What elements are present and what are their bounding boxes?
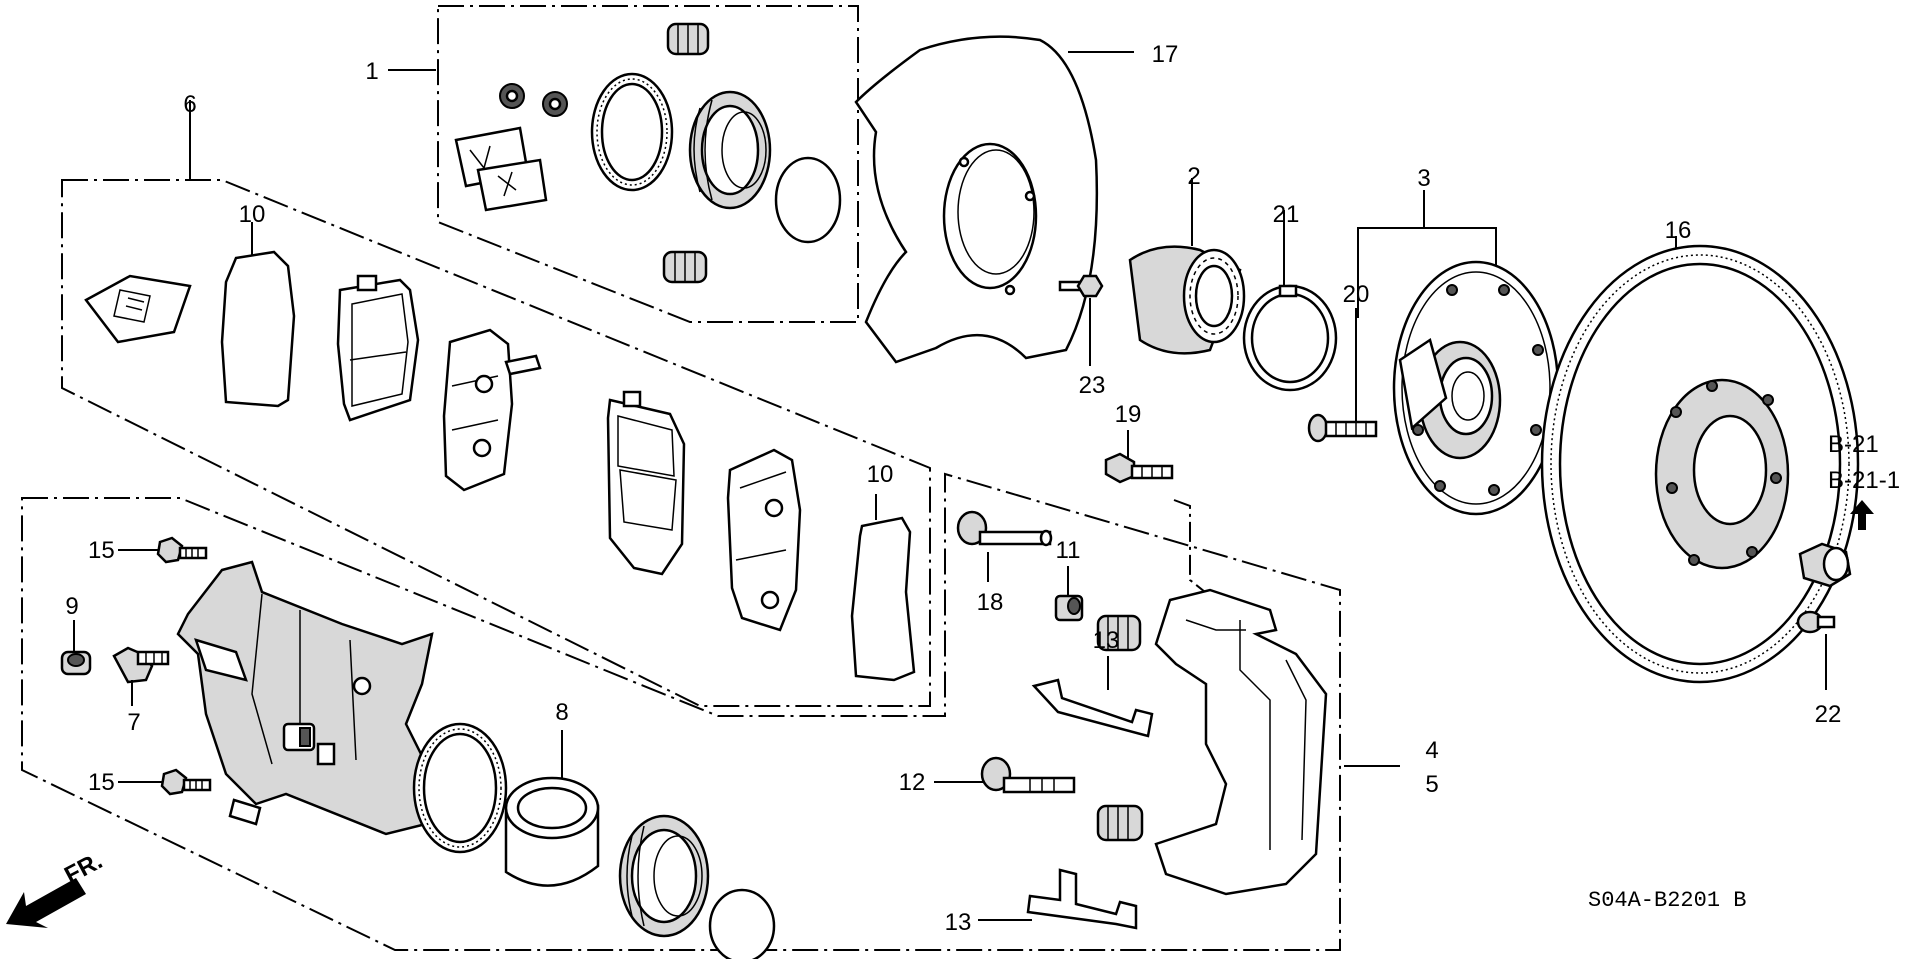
- pin-boot-lower: [662, 250, 708, 284]
- callout-3: 3: [1417, 165, 1430, 192]
- ref-arrow-icon: [1850, 500, 1874, 530]
- callout-4: 4: [1425, 737, 1438, 764]
- callout-23: 23: [1079, 372, 1106, 399]
- grease-packet-icon: [454, 126, 548, 212]
- wheel-stud: 20: [1307, 281, 1378, 443]
- caliper-body: [176, 560, 434, 836]
- pad-set-panel: [61, 179, 931, 707]
- callout-17: 17: [1152, 41, 1179, 68]
- callout-20: 20: [1343, 281, 1370, 308]
- callout-6: 6: [183, 91, 196, 118]
- caliper-piston: [504, 776, 600, 887]
- callout-18: 18: [977, 589, 1004, 616]
- hub-bearing: 2: [1128, 163, 1246, 355]
- callout-1: 1: [365, 58, 378, 85]
- callout-5: 5: [1425, 771, 1438, 798]
- caliper-retaining-ring: [708, 888, 776, 959]
- seal-kit-group: 1: [365, 22, 842, 284]
- callout-15-lower: 15: [88, 769, 115, 796]
- pad-grease-icon: [84, 274, 192, 344]
- diagram-code: S04A-B2201 B: [1588, 888, 1746, 913]
- retaining-ring: [774, 156, 842, 244]
- ref-b21: B-21: [1828, 431, 1879, 458]
- pad-shim-right: [850, 516, 916, 682]
- caliper-dust-boot: [618, 814, 710, 938]
- callout-10-left: 10: [239, 201, 266, 228]
- guide-pin-lower: [980, 756, 1076, 794]
- bracket-boot-upper: [1096, 614, 1142, 652]
- shield-bolt: 23: [1058, 274, 1106, 399]
- pin-boot-upper: [666, 22, 710, 56]
- pad-clip-upper: [1031, 678, 1154, 738]
- pad-set-group: 6 10: [84, 91, 916, 682]
- callout-15-upper: 15: [88, 537, 115, 564]
- callout-22: 22: [1815, 701, 1842, 728]
- ref-b21-1: B-21-1: [1828, 467, 1900, 494]
- caliper-piston-seal: [412, 722, 508, 854]
- bracket-bolt: [1104, 452, 1174, 484]
- pin-bushing: [1054, 594, 1084, 622]
- seal-kit-panel: [437, 5, 859, 323]
- callout-9: 9: [65, 593, 78, 620]
- callout-7: 7: [127, 709, 140, 736]
- guide-pin-upper: [956, 510, 1053, 547]
- callout-16: 16: [1665, 217, 1692, 244]
- piston-seal: [590, 72, 674, 192]
- callout-13-upper: 13: [1093, 627, 1120, 654]
- caliper-panel: [21, 472, 1341, 951]
- callout-10-right: 10: [867, 461, 894, 488]
- brake-pad-4: [726, 448, 802, 632]
- callout-19: 19: [1115, 401, 1142, 428]
- caliper-bracket-group: 19 18 11 13 13: [899, 401, 1439, 936]
- front-arrow-icon: [6, 878, 86, 928]
- brake-disc: 16: [1540, 217, 1860, 684]
- spindle-nut: [1798, 542, 1852, 588]
- callout-11: 11: [1056, 537, 1081, 564]
- pad-shim-left: [220, 250, 296, 408]
- caliper-body-group: 15 15 9 7: [60, 536, 776, 959]
- snap-ring: 21: [1242, 201, 1338, 392]
- brake-pad-3: [606, 390, 686, 576]
- brake-pad-1: [336, 274, 420, 422]
- mounting-bolt-lower: [160, 768, 212, 796]
- disc-screw: 22: [1796, 610, 1842, 728]
- wheel-hub: 3: [1357, 165, 1560, 516]
- bleeder-screw: [112, 646, 170, 684]
- callout-13-lower: 13: [945, 909, 972, 936]
- mounting-bolt-upper: [156, 536, 208, 564]
- caliper-bracket: [1154, 588, 1328, 896]
- callout-2: 2: [1187, 163, 1200, 190]
- piston-dust-boot: [688, 90, 772, 210]
- bleeder-cap: [60, 650, 92, 676]
- callout-12: 12: [899, 769, 926, 796]
- front-direction-indicator: FR.: [6, 847, 107, 928]
- pad-clip-lower: [1026, 868, 1138, 930]
- callout-21: 21: [1273, 201, 1300, 228]
- callout-8: 8: [555, 699, 568, 726]
- bracket-boot-lower: [1096, 804, 1144, 842]
- brake-pad-2-wear-sensor: [442, 328, 542, 492]
- splash-shield: 17: [854, 35, 1179, 364]
